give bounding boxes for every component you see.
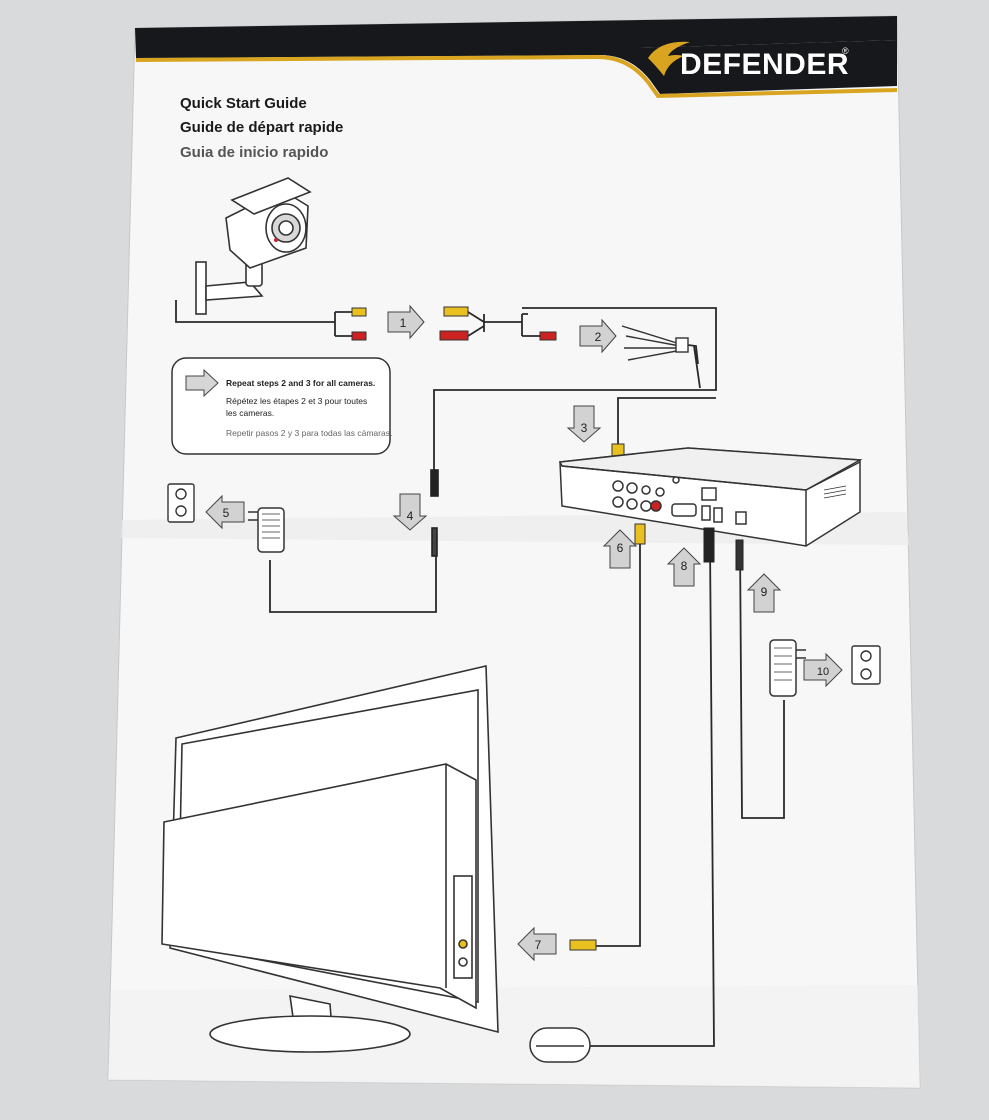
note-en: Repeat steps 2 and 3 for all cameras. xyxy=(226,378,375,388)
brand-name: DEFENDER xyxy=(680,48,849,81)
step-10-arrow: 10 xyxy=(803,652,843,688)
splitter-cable xyxy=(621,325,689,361)
note-box: Repeat steps 2 and 3 for all cameras. Ré… xyxy=(171,357,392,455)
step-7-arrow: 7 xyxy=(517,926,557,962)
step-2-arrow: 2 xyxy=(579,318,617,354)
video-cable xyxy=(596,540,641,947)
step-3-arrow: 3 xyxy=(566,405,602,443)
adapter-cable xyxy=(269,556,437,613)
brand-trademark: ® xyxy=(842,46,849,56)
wall-outlet-icon-2 xyxy=(851,645,881,685)
svg-text:8: 8 xyxy=(681,559,688,573)
step-6-arrow: 6 xyxy=(602,529,638,569)
dvr-power-cable xyxy=(739,543,785,819)
step-8-arrow: 8 xyxy=(666,547,702,587)
svg-text:10: 10 xyxy=(817,666,829,678)
mouse-cable xyxy=(584,543,715,1047)
brand-logo: DEFENDER ® xyxy=(648,41,849,81)
note-es: Repetir pasos 2 y 3 para todas las cámar… xyxy=(226,428,392,438)
svg-text:4: 4 xyxy=(407,509,414,523)
svg-text:6: 6 xyxy=(617,541,624,555)
note-fr-line1: Répétez les étapes 2 et 3 pour toutes xyxy=(226,396,367,406)
title-fr: Guide de départ rapide xyxy=(180,119,343,136)
eagle-icon xyxy=(648,41,690,76)
power-adapter-icon xyxy=(248,507,285,553)
title-es: Guia de inicio rapido xyxy=(180,144,328,161)
video-plug-tv xyxy=(569,939,597,951)
mouse-icon xyxy=(529,1027,591,1063)
svg-text:7: 7 xyxy=(535,938,542,952)
tv-monitor-icon xyxy=(161,665,499,1053)
svg-text:2: 2 xyxy=(595,330,602,344)
wall-outlet-icon xyxy=(167,483,195,523)
svg-text:3: 3 xyxy=(581,421,588,435)
note-fr-line2: les cameras. xyxy=(226,408,274,418)
svg-text:1: 1 xyxy=(400,316,407,330)
step-5-arrow: 5 xyxy=(205,494,245,530)
header-band xyxy=(135,16,898,99)
svg-text:9: 9 xyxy=(761,585,768,599)
step-4-arrow: 4 xyxy=(392,493,428,531)
camera-cable xyxy=(175,300,717,470)
usb-plug xyxy=(703,527,715,563)
title-en: Quick Start Guide xyxy=(180,95,307,112)
dvr-icon xyxy=(558,447,863,547)
svg-text:5: 5 xyxy=(223,506,230,520)
dc-plug xyxy=(430,469,439,557)
camera-icon xyxy=(195,177,312,315)
video-plug-top xyxy=(634,523,646,545)
right-arrow-icon xyxy=(185,368,219,398)
power-adapter-icon-2 xyxy=(769,639,806,697)
step-1-arrow: 1 xyxy=(387,304,425,340)
dvr-dc-plug xyxy=(735,539,744,571)
step-9-arrow: 9 xyxy=(746,573,782,613)
